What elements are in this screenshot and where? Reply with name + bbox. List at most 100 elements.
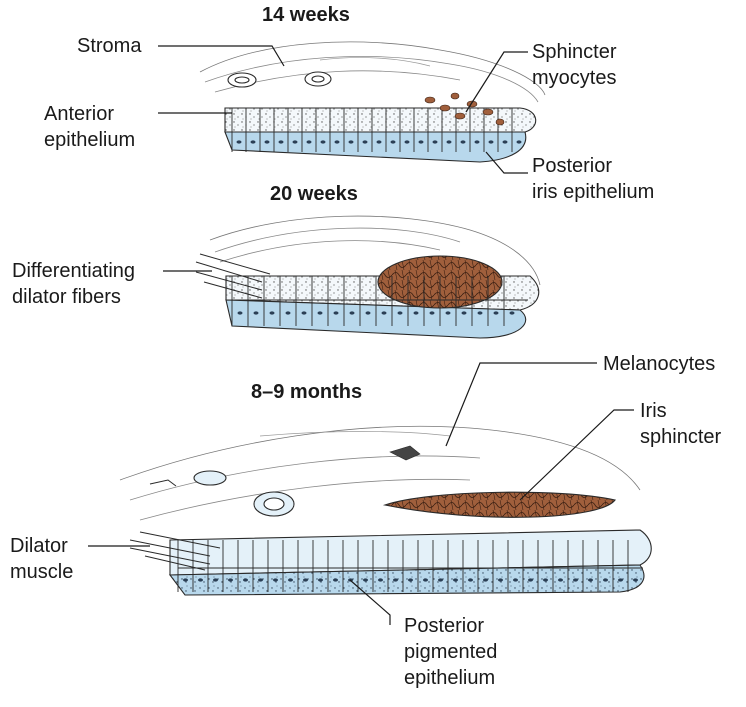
cell-nucleus [213, 578, 218, 582]
cell-nucleus [236, 140, 242, 144]
label-sphincter-myocytes: Sphincter myocytes [532, 39, 617, 91]
stage3-tissue [119, 425, 652, 596]
cell-nucleus [376, 140, 382, 144]
label-anterior-line1: Anterior [44, 103, 115, 125]
label-melanocytes: Melanocytes [603, 353, 716, 375]
label-iris-sphincter-line2: sphincter [640, 426, 722, 448]
cell-nucleus [334, 140, 340, 144]
label-posterior-iris-line2: iris epithelium [532, 181, 655, 203]
cell-nucleus [333, 578, 338, 582]
cell-nucleus [320, 140, 326, 144]
cell-nucleus [362, 140, 368, 144]
cell-nucleus [432, 140, 438, 144]
cell-nucleus [243, 578, 248, 582]
cell-nucleus [264, 140, 270, 144]
cell-nucleus [446, 140, 452, 144]
label-anterior-epithelium: Anterior epithelium [44, 101, 135, 153]
label-sphincter-line1: Sphincter [532, 41, 617, 63]
cell-nucleus [558, 578, 563, 582]
title-8-9-months: 8–9 months [251, 381, 363, 403]
title-14-weeks: 14 weeks [262, 4, 350, 26]
cell-nucleus [397, 311, 403, 315]
label-differentiating-dilator-fibers: Differentiating dilator fibers [12, 258, 135, 310]
cell-nucleus [423, 578, 428, 582]
cell-nucleus [348, 140, 354, 144]
cell-nucleus [502, 140, 508, 144]
cell-nucleus [408, 578, 413, 582]
cell-nucleus [468, 578, 473, 582]
cell-nucleus [288, 578, 293, 582]
cell-nucleus [306, 140, 312, 144]
label-dilator-line1: Dilator [10, 535, 68, 557]
cell-nucleus [516, 140, 522, 144]
cell-nucleus [588, 578, 593, 582]
label-differentiating-line2: dilator fibers [12, 286, 121, 308]
cell-nucleus [633, 578, 638, 582]
cell-nucleus [543, 578, 548, 582]
cell-nucleus [445, 311, 451, 315]
cell-nucleus [429, 311, 435, 315]
cell-nucleus [378, 578, 383, 582]
cell-nucleus [573, 578, 578, 582]
label-posterior-pigmented-epithelium: Posterior pigmented epithelium [404, 613, 497, 691]
label-pigmented-line3: epithelium [404, 667, 496, 689]
cell-nucleus [183, 578, 188, 582]
cell-nucleus [250, 140, 256, 144]
cell-nucleus [278, 140, 284, 144]
cell-nucleus [318, 578, 323, 582]
cell-nucleus [498, 578, 503, 582]
label-anterior-line2: epithelium [44, 129, 136, 151]
cell-nucleus [301, 311, 307, 315]
cell-nucleus [333, 311, 339, 315]
stage1-tissue [199, 41, 546, 163]
cell-nucleus [303, 578, 308, 582]
cell-nucleus [317, 311, 323, 315]
label-differentiating-line1: Differentiating [12, 260, 136, 282]
cell-nucleus [269, 311, 275, 315]
cell-nucleus [513, 578, 518, 582]
cell-nucleus [237, 311, 243, 315]
cell-nucleus [618, 578, 623, 582]
label-dilator-muscle: Dilator muscle [10, 533, 73, 585]
leader-lines [88, 45, 634, 625]
cell-nucleus [404, 140, 410, 144]
label-iris-sphincter: Iris sphincter [640, 398, 721, 450]
cell-nucleus [285, 311, 291, 315]
cell-nucleus [509, 311, 515, 315]
cell-nucleus [228, 578, 233, 582]
cell-nucleus [381, 311, 387, 315]
cell-nucleus [273, 578, 278, 582]
label-pigmented-line1: Posterior [404, 615, 485, 637]
cell-nucleus [603, 578, 608, 582]
cell-nucleus [363, 578, 368, 582]
title-20-weeks: 20 weeks [270, 183, 358, 205]
cell-nucleus [460, 140, 466, 144]
label-iris-sphincter-line1: Iris [640, 400, 667, 422]
label-posterior-iris-line1: Posterior [532, 155, 613, 177]
label-posterior-iris-epithelium: Posterior iris epithelium [532, 153, 654, 205]
cell-nucleus [292, 140, 298, 144]
cell-nucleus [253, 311, 259, 315]
cell-nucleus [493, 311, 499, 315]
cell-nucleus [474, 140, 480, 144]
cell-nucleus [483, 578, 488, 582]
cell-nucleus [488, 140, 494, 144]
label-stroma: Stroma [77, 35, 142, 57]
label-sphincter-line2: myocytes [532, 67, 617, 89]
cell-nucleus [461, 311, 467, 315]
cell-nucleus [438, 578, 443, 582]
cell-nucleus [453, 578, 458, 582]
cell-nucleus [390, 140, 396, 144]
cell-nucleus [258, 578, 263, 582]
cell-nucleus [349, 311, 355, 315]
label-pigmented-line2: pigmented [404, 641, 498, 663]
cell-nucleus [393, 578, 398, 582]
cell-nucleus [365, 311, 371, 315]
cell-nucleus [198, 578, 203, 582]
stage2-tissue [195, 215, 541, 339]
cell-nucleus [477, 311, 483, 315]
cell-nucleus [528, 578, 533, 582]
label-dilator-line2: muscle [10, 561, 74, 583]
